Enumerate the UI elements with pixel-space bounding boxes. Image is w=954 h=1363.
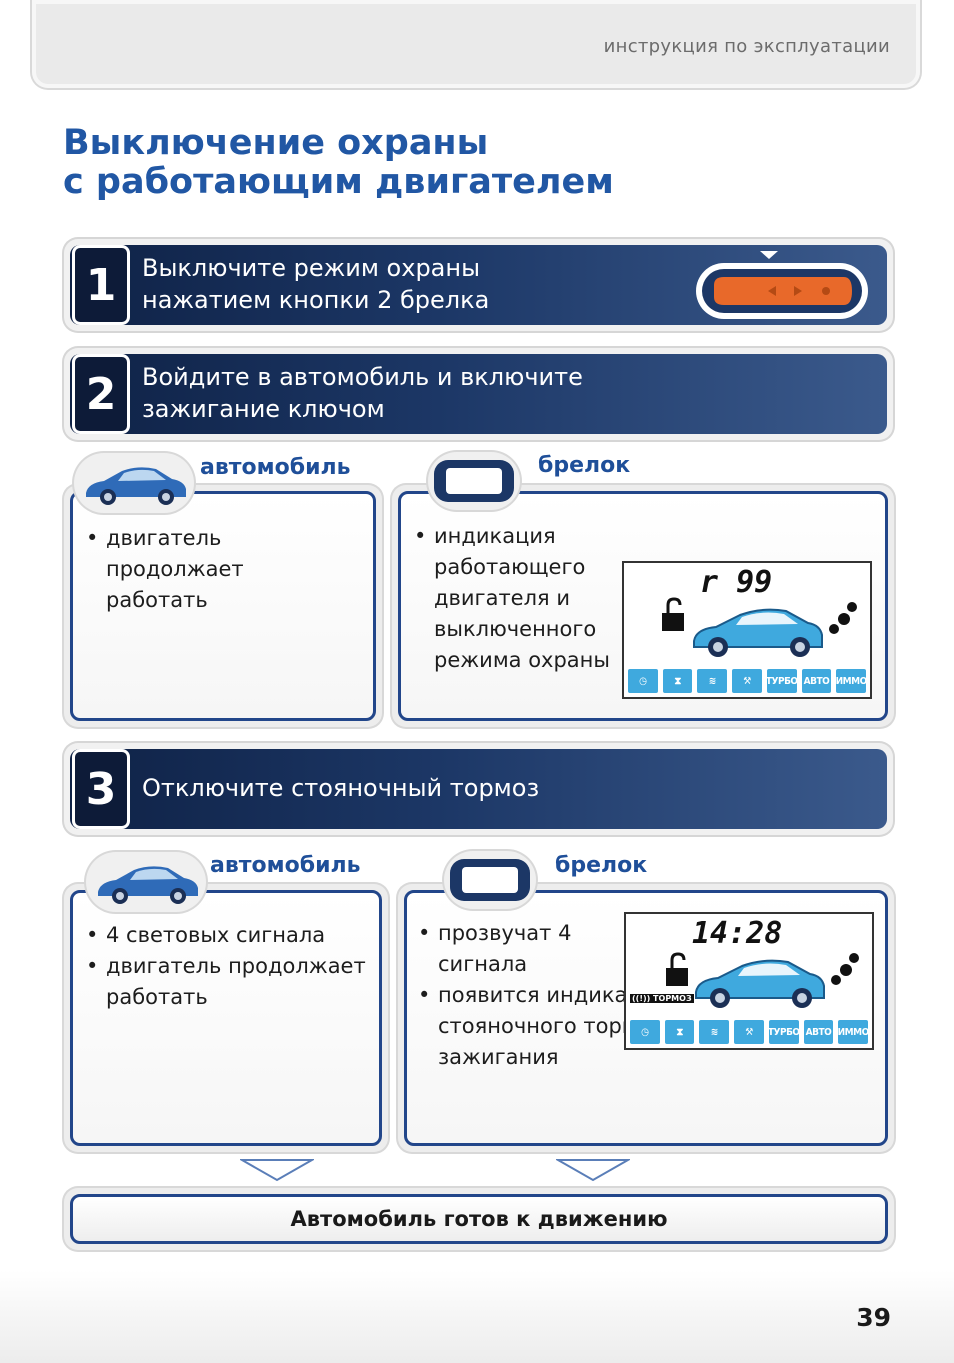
step-1-text: Выключите режим охраны нажатием кнопки 2…	[142, 252, 489, 316]
step-2: 2 Войдите в автомобиль и включите зажига…	[64, 348, 893, 440]
hourglass-icon: ⧗	[662, 669, 693, 693]
arrow-down-icon	[240, 1159, 314, 1182]
car-icon	[695, 953, 859, 1008]
section-2-fob-bullet-text: индикация работающего двигателя и выключ…	[434, 524, 610, 672]
section-3-fob-label: брелок	[555, 853, 648, 878]
key-fob-icon	[434, 460, 514, 502]
step-2-line-1: Войдите в автомобиль и включите	[142, 363, 583, 391]
step-1-number: 1	[72, 245, 130, 325]
arrow-down-icon	[556, 1159, 630, 1182]
lcd-icon-row: ◷ ⧗ ≋ ⚒ ТУРБО АВТО ИММО	[630, 1020, 869, 1044]
auto-icon: АВТО	[803, 1020, 834, 1044]
fob-button-icon	[696, 251, 868, 319]
lcd-brake-indicator: ((!)) ТОРМОЗ	[630, 994, 694, 1003]
auto-icon: АВТО	[801, 669, 832, 693]
section-3-fob-lcd: 14:28 ((!)) ТОРМОЗ ◷ ⧗ ≋ ⚒ ТУРБО АВТО ИМ…	[624, 912, 874, 1050]
final-result-text: Автомобиль готов к движению	[70, 1194, 888, 1244]
page-footer-fade	[0, 1270, 954, 1363]
section-3-car-badge	[86, 852, 206, 912]
page-number: 39	[856, 1303, 891, 1332]
section-2-fob-lcd: r 99 ◷ ⧗ ≋ ⚒ ТУРБО АВТО ИММО	[622, 561, 872, 699]
step-2-text: Войдите в автомобиль и включите зажигани…	[142, 361, 583, 425]
list-item: двигатель продолжает работать	[86, 523, 286, 616]
page-title: Выключение охраны с работающим двигателе…	[63, 124, 614, 202]
key-fob-icon	[450, 859, 530, 901]
wrench-icon: ⚒	[732, 669, 762, 693]
car-icon	[86, 467, 186, 505]
step-2-line-2: зажигание ключом	[142, 395, 385, 423]
sensor-icon: ≋	[699, 1020, 730, 1044]
step-1-line-2: нажатием кнопки 2 брелка	[142, 286, 490, 314]
turbo-icon: ТУРБО	[766, 669, 797, 693]
immo-icon: ИММО	[836, 669, 867, 693]
wrench-icon: ⚒	[734, 1020, 764, 1044]
car-icon	[693, 602, 857, 657]
step-1-line-1: Выключите режим охраны	[142, 254, 481, 282]
section-2-fob-badge	[428, 452, 520, 510]
clock-icon: ◷	[630, 1020, 660, 1044]
section-2-car-bullets: двигатель продолжает работать	[86, 523, 286, 616]
step-3: 3 Отключите стояночный тормоз	[64, 743, 893, 835]
step-3-bar	[70, 749, 887, 829]
lcd-icon-row: ◷ ⧗ ≋ ⚒ ТУРБО АВТО ИММО	[628, 669, 867, 693]
section-2-car-panel: двигатель продолжает работать	[64, 485, 382, 727]
section-2-fob-panel: индикация работающего двигателя и выключ…	[392, 485, 894, 727]
section-3-fob-bullet-1-text: прозвучат 4 сигнала	[438, 921, 572, 976]
lock-open-icon	[666, 952, 688, 986]
step-2-bar	[70, 354, 887, 434]
page-header: инструкция по эксплуатации	[32, 0, 920, 88]
title-line-2: с работающим двигателем	[63, 162, 614, 202]
section-2-fob-bullets: индикация работающего двигателя и выключ…	[414, 521, 874, 676]
section-3-car-panel: 4 световых сигнала двигатель продолжает …	[64, 884, 388, 1152]
section-2-car-badge	[74, 453, 194, 513]
step-1: 1 Выключите режим охраны нажатием кнопки…	[64, 239, 893, 331]
section-2-fob-label: брелок	[538, 453, 631, 478]
lcd-digits: r 99	[700, 565, 773, 600]
hourglass-icon: ⧗	[664, 1020, 695, 1044]
title-line-1: Выключение охраны	[63, 123, 489, 163]
list-item: двигатель продолжает работать	[86, 951, 376, 1013]
turbo-icon: ТУРБО	[768, 1020, 799, 1044]
section-3-fob-panel: прозвучат 4 сигнала появится индикация о…	[398, 884, 894, 1152]
step-2-number: 2	[72, 354, 130, 434]
list-item: прозвучат 4 сигнала	[418, 918, 878, 980]
sensor-icon: ≋	[697, 669, 728, 693]
header-text: инструкция по эксплуатации	[603, 36, 890, 57]
final-result-box: Автомобиль готов к движению	[64, 1188, 894, 1250]
immo-icon: ИММО	[838, 1020, 869, 1044]
list-item: 4 световых сигнала	[86, 920, 376, 951]
list-item: индикация работающего двигателя и выключ…	[414, 521, 874, 676]
section-3-fob-badge	[444, 851, 536, 909]
step-3-text: Отключите стояночный тормоз	[142, 774, 540, 802]
section-3-car-label: автомобиль	[210, 853, 361, 878]
car-icon	[98, 866, 198, 904]
clock-icon: ◷	[628, 669, 658, 693]
lcd-digits: 14:28	[692, 916, 783, 951]
lock-open-icon	[662, 597, 684, 631]
step-3-number: 3	[72, 749, 130, 829]
section-3-car-bullets: 4 световых сигнала двигатель продолжает …	[86, 920, 376, 1013]
section-2-car-label: автомобиль	[200, 455, 351, 480]
